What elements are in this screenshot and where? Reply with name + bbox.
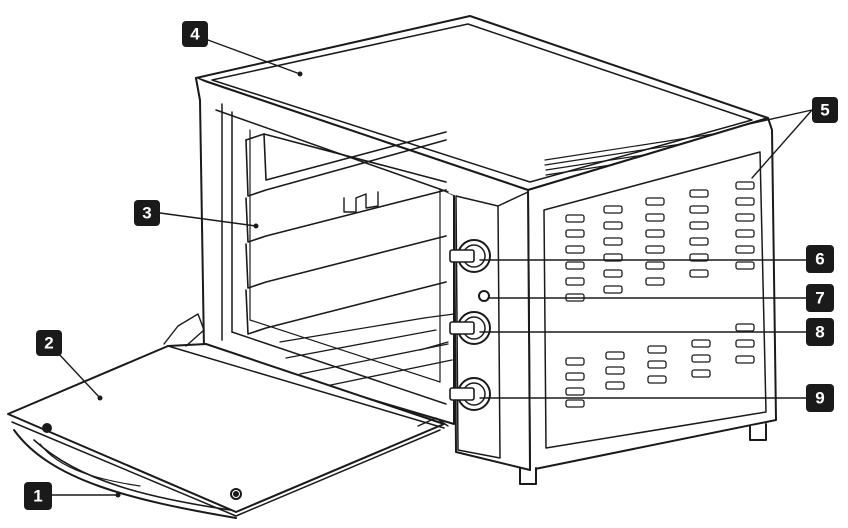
svg-text:1: 1: [33, 487, 42, 506]
svg-text:9: 9: [815, 389, 824, 408]
svg-text:7: 7: [815, 289, 824, 308]
leader-4: [207, 39, 301, 75]
badge-7: 7: [806, 284, 834, 312]
leader-5a: [739, 109, 813, 127]
svg-text:3: 3: [142, 204, 151, 223]
side-vents-upper: [565, 181, 755, 302]
leader-3: [159, 212, 257, 227]
oven-door: [7, 313, 449, 519]
leader-5b: [751, 109, 813, 179]
foot-front: [519, 467, 537, 485]
badge-8: 8: [806, 318, 834, 346]
badge-4: 4: [182, 21, 208, 47]
number-badges: 4 5 3 6 7 8 2 9: [24, 21, 838, 510]
svg-text:6: 6: [815, 250, 824, 269]
oven-cavity: [195, 77, 455, 425]
svg-text:2: 2: [44, 334, 53, 353]
oven-side-panel: [519, 117, 777, 485]
indicator-light: [478, 290, 490, 302]
badge-6: 6: [806, 245, 834, 273]
badge-2: 2: [36, 330, 62, 356]
control-knobs: [449, 239, 491, 411]
side-vents-lower: [565, 323, 755, 408]
screw-left: [42, 423, 52, 433]
svg-text:8: 8: [815, 323, 824, 342]
leader-2: [57, 352, 101, 399]
foot-rear: [749, 423, 767, 441]
rack-guides: [245, 131, 447, 335]
leader-lines: [51, 39, 813, 496]
badge-5: 5: [812, 97, 838, 123]
badge-1: 1: [24, 482, 52, 510]
svg-text:4: 4: [190, 25, 200, 44]
svg-text:5: 5: [820, 101, 829, 120]
badge-9: 9: [806, 384, 834, 412]
badge-3: 3: [134, 200, 160, 226]
wire-rack: [279, 313, 455, 387]
